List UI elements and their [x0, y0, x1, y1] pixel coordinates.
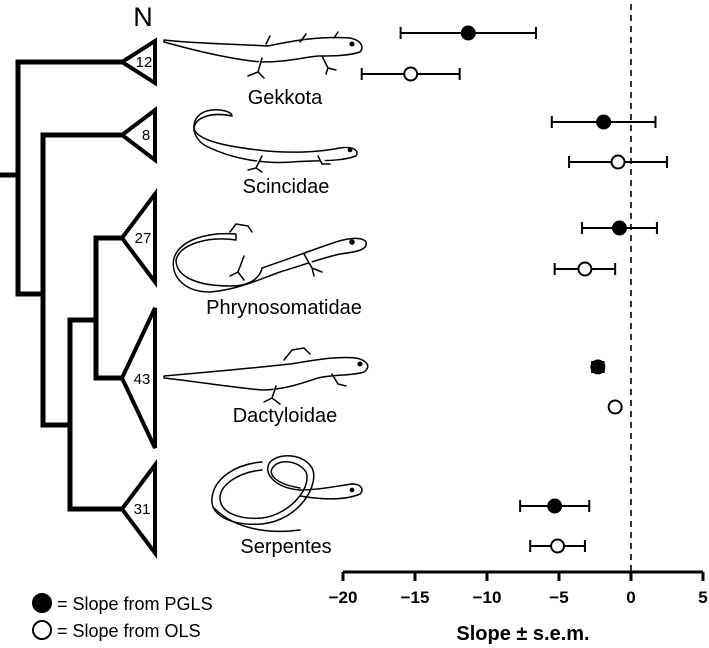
- n-label-gekkota: 12: [136, 54, 153, 71]
- clade-label-gekkota: Gekkota: [248, 87, 323, 109]
- x-tick-label: 0: [626, 588, 635, 607]
- clade-triangles: [118, 37, 157, 559]
- legend-pgls-marker: [32, 593, 52, 613]
- point-serpentes-ols: [550, 538, 566, 554]
- n-header: N: [133, 2, 153, 32]
- point-scincidae-pgls: [596, 114, 612, 130]
- clade-label-scincidae: Scincidae: [243, 176, 330, 198]
- gecko-illustration: [163, 31, 363, 79]
- clade-label-serpentes: Serpentes: [240, 536, 331, 558]
- point-scincidae-ols: [610, 154, 626, 170]
- x-axis-title: Slope ± s.e.m.: [456, 623, 589, 645]
- point-phrynosomatidae-pgls: [611, 220, 627, 236]
- errorbar-serpentes-ols: [529, 538, 586, 554]
- x-tick-label: −10: [473, 588, 502, 607]
- x-tick-label: −15: [401, 588, 430, 607]
- data-marks: [360, 25, 668, 554]
- clade-triangle-scincidae: [118, 105, 157, 165]
- n-label-dactyloidae: 43: [134, 371, 151, 388]
- slope-plot: −20 −15 −10 −5 0 5 Slope ± s.e.m.: [329, 4, 708, 645]
- clade-label-dactyloidae: Dactyloidae: [233, 405, 338, 427]
- clade-triangle-dactyloidae: [119, 307, 157, 449]
- snake-illustration: [211, 455, 363, 533]
- errorbar-phrynosomatidae-pgls: [581, 220, 658, 236]
- errorbar-dactyloidae-pgls: [590, 359, 606, 375]
- errorbar-scincidae-ols: [568, 154, 668, 170]
- errorbar-dactyloidae-ols: [607, 399, 623, 415]
- n-label-phrynosomatidae: 27: [135, 230, 152, 247]
- n-label-scincidae: 8: [142, 127, 150, 144]
- x-tick-label: 5: [698, 588, 707, 607]
- point-dactyloidae-ols: [607, 399, 623, 415]
- point-dactyloidae-pgls: [590, 359, 606, 375]
- errorbar-phrynosomatidae-ols: [553, 261, 617, 277]
- point-gekkota-ols: [403, 66, 419, 82]
- n-label-serpentes: 31: [134, 501, 151, 518]
- errorbar-gekkota-pgls: [399, 25, 537, 41]
- errorbar-gekkota-ols: [360, 66, 461, 82]
- legend-ols-label: = Slope from OLS: [57, 621, 201, 641]
- clade-triangle-phrynosomatidae: [119, 188, 157, 288]
- clade-triangle-serpentes: [119, 459, 157, 559]
- anole-illustration: [163, 347, 369, 405]
- errorbar-scincidae-pgls: [550, 114, 657, 130]
- x-tick-label: −20: [329, 588, 358, 607]
- point-phrynosomatidae-ols: [577, 261, 593, 277]
- phylogenetic-tree: [0, 59, 125, 512]
- point-gekkota-pgls: [460, 25, 476, 41]
- x-axis: −20 −15 −10 −5 0 5: [329, 570, 708, 607]
- phrynosoma-illustration: [172, 223, 367, 293]
- skink-illustration: [193, 109, 358, 173]
- clade-label-phrynosomatidae: Phrynosomatidae: [206, 297, 362, 319]
- legend-pgls-label: = Slope from PGLS: [57, 594, 213, 614]
- legend-ols-marker: [32, 620, 52, 640]
- point-serpentes-pgls: [547, 498, 563, 514]
- x-tick-label: −5: [549, 588, 568, 607]
- clade-triangle-gekkota: [118, 37, 157, 87]
- legend: = Slope from PGLS = Slope from OLS: [32, 593, 213, 641]
- errorbar-serpentes-pgls: [519, 498, 591, 514]
